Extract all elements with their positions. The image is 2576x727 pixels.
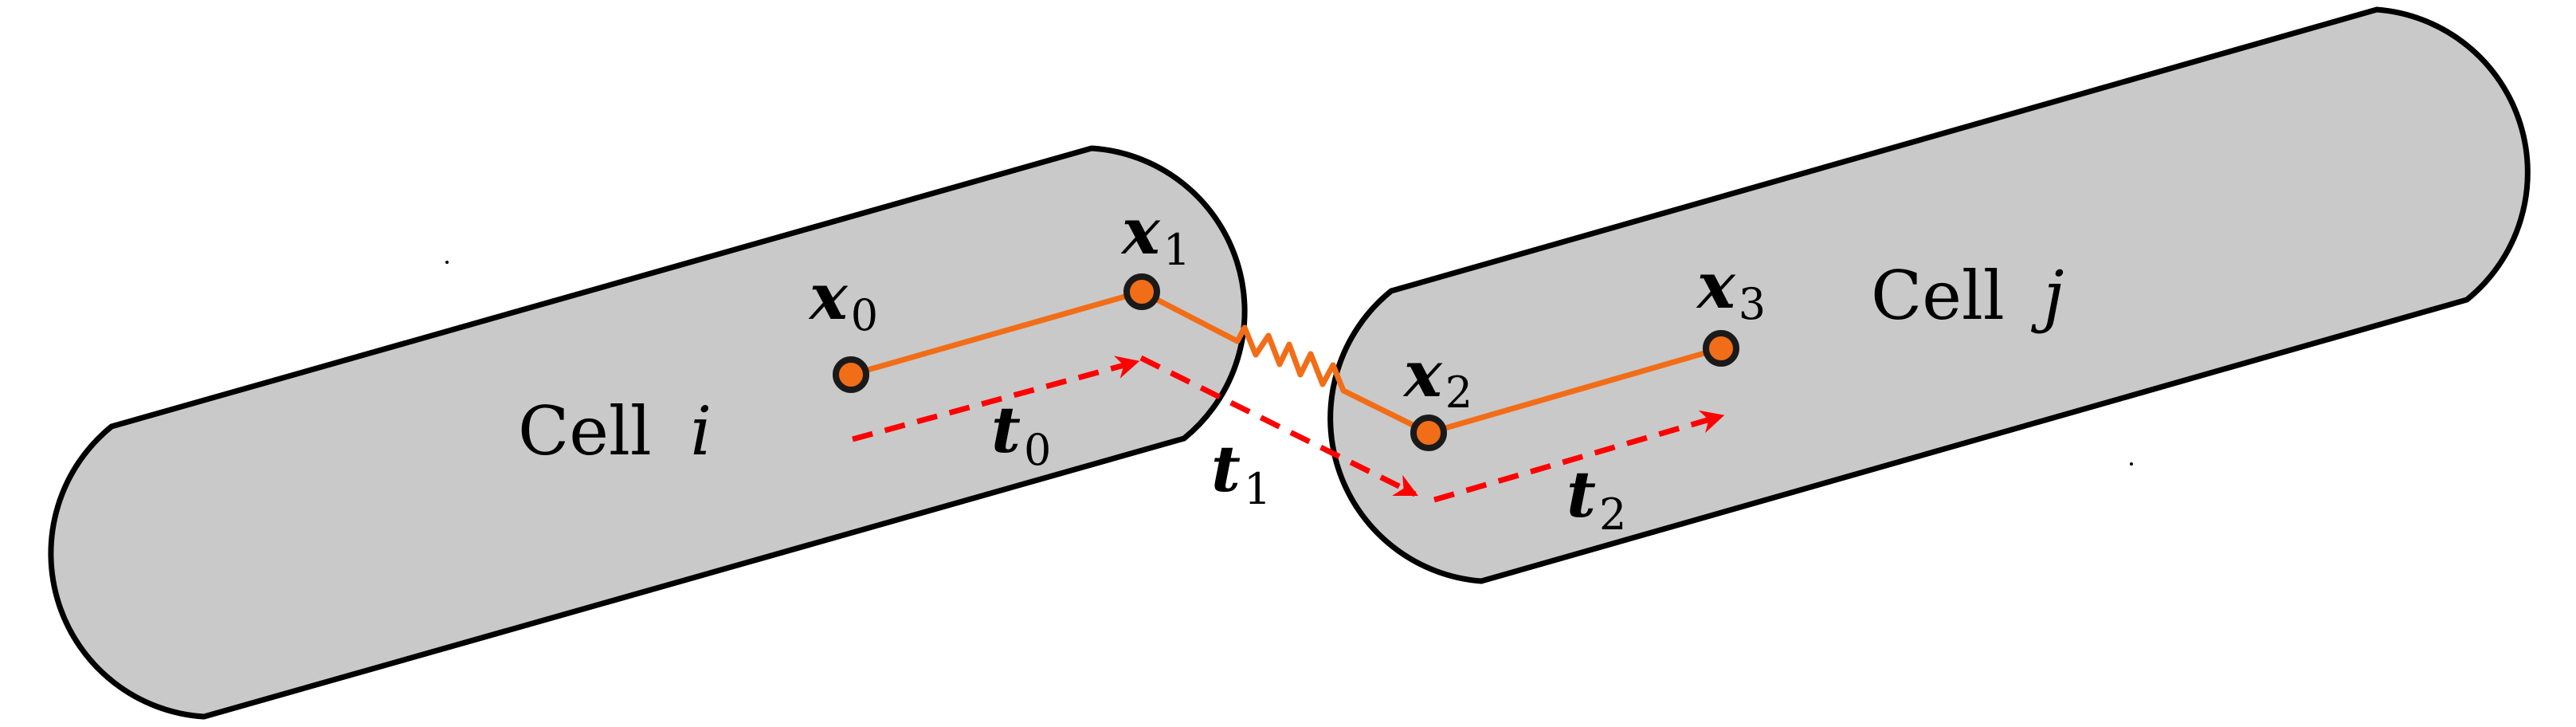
path-segment-x2-x3 bbox=[1428, 345, 1722, 436]
node-x2 bbox=[1410, 415, 1447, 451]
point-label-x3: x3 bbox=[1696, 248, 1766, 329]
tangent-arrow-t0 bbox=[852, 356, 1140, 442]
point-label-x2: x2 bbox=[1402, 336, 1472, 418]
speck-dot bbox=[2130, 462, 2133, 466]
node-x0 bbox=[833, 356, 869, 393]
cell-j-capsule bbox=[1327, 6, 2531, 584]
cell-j-label: Cell j bbox=[1871, 257, 2064, 335]
tangent-arrows bbox=[852, 355, 1725, 503]
point-label-x1: x1 bbox=[1120, 194, 1190, 275]
node-x3 bbox=[1703, 330, 1739, 367]
path-nodes bbox=[833, 273, 1739, 451]
point-label-x0: x0 bbox=[808, 259, 878, 340]
path-segment-x0-x1 bbox=[850, 289, 1143, 378]
cell-i-capsule bbox=[48, 145, 1248, 720]
tangent-label-t1: t1 bbox=[1211, 431, 1271, 514]
tangent-label-t0: t0 bbox=[991, 392, 1051, 475]
tangent-arrow-t2 bbox=[1433, 410, 1725, 503]
cell-i-label: Cell i bbox=[518, 392, 712, 470]
tangent-label-t2: t2 bbox=[1566, 457, 1626, 540]
path-segment-x1-x2-spring bbox=[1140, 289, 1430, 436]
node-x1 bbox=[1123, 273, 1160, 310]
particle-path bbox=[850, 289, 1722, 436]
speck-dot bbox=[445, 261, 449, 264]
tangent-arrow-t1 bbox=[1139, 355, 1418, 497]
